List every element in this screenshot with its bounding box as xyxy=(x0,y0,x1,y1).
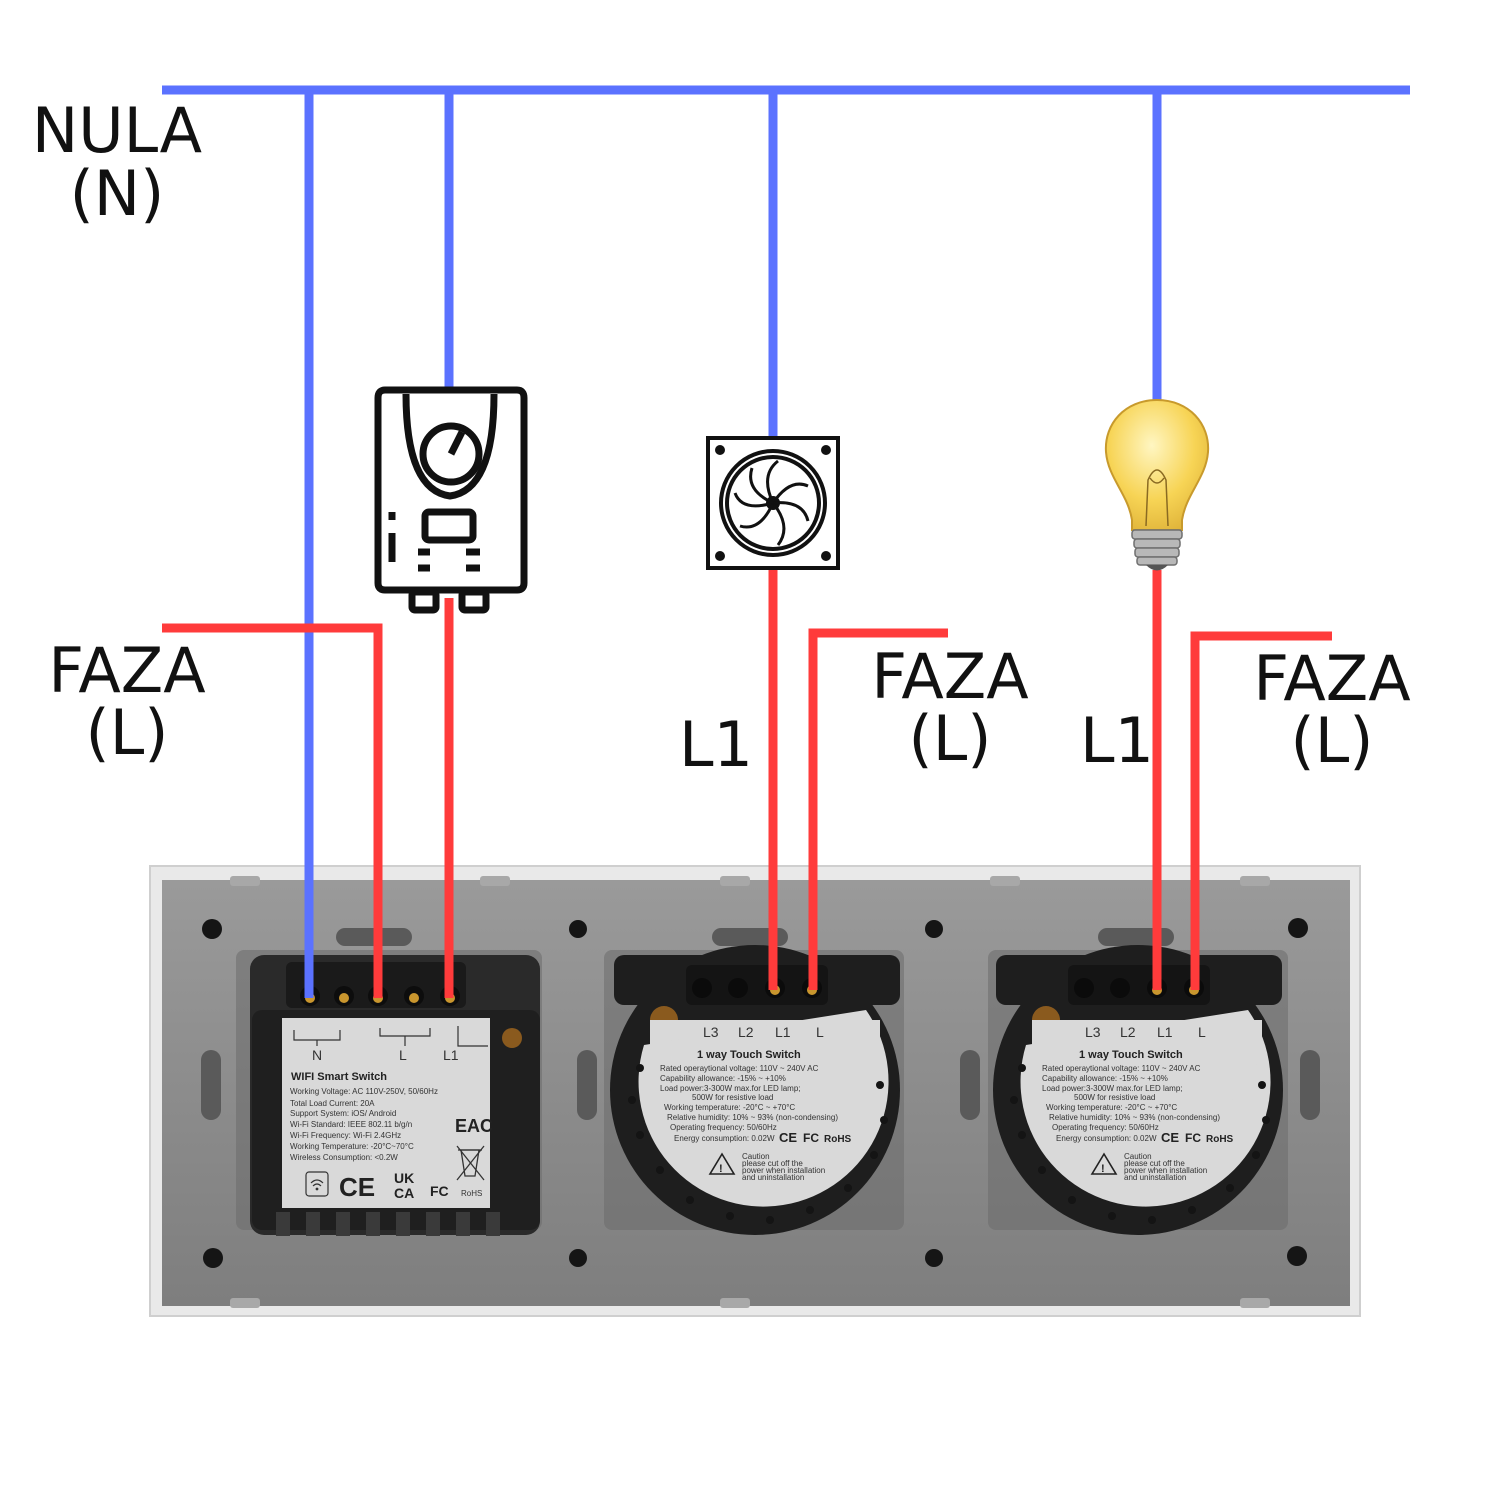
wifi-spec-2: Support System: iOS/ Android xyxy=(290,1109,396,1118)
ts2-caution-line-1: power when installation xyxy=(1124,1166,1207,1175)
touch-switch-2-terminals xyxy=(1068,965,1210,1005)
touch-switch-module-1: L3 L2 L1 L 1 way Touch Switch Rated oper… xyxy=(610,945,900,1235)
eac-mark: EAC xyxy=(455,1116,493,1136)
ts2-terminal-l2: L2 xyxy=(1120,1024,1136,1040)
ts2-spec-0: Rated operaytional voltage: 110V ~ 240V … xyxy=(1042,1064,1201,1073)
ts1-caution-icon: ! xyxy=(708,1152,736,1175)
phase-label-left-line1: FAZA xyxy=(48,634,205,707)
ts1-spec-5: Relative humidity: 10% ~ 93% (non-conden… xyxy=(667,1113,838,1122)
ts1-terminal-l3: L3 xyxy=(703,1024,719,1040)
phase-label-right-line1: FAZA xyxy=(1253,642,1410,715)
phase-label-left-line2: (L) xyxy=(86,696,169,769)
ce-mark: CE xyxy=(339,1172,375,1202)
ts2-spec-4: Working temperature: -20°C ~ +70°C xyxy=(1046,1103,1177,1112)
svg-text:!: ! xyxy=(719,1163,723,1175)
wifi-terminal-l1: L1 xyxy=(443,1047,459,1063)
mounting-holes xyxy=(202,918,1308,1268)
ts1-caution-line-0: please cut off the xyxy=(742,1159,803,1168)
wifi-logo-icon xyxy=(305,1171,329,1197)
phase-label-mid-line1: FAZA xyxy=(871,640,1028,713)
ts1-fc-mark: FC xyxy=(803,1131,819,1145)
ts2-ce-mark: CE xyxy=(1161,1130,1179,1145)
ts1-terminal-l1: L1 xyxy=(775,1024,791,1040)
phase-to-wifi-module xyxy=(162,623,383,998)
weee-bin-icon xyxy=(456,1145,485,1181)
ts1-spec-6: Operating frequency: 50/60Hz xyxy=(670,1123,777,1132)
l1-label-fan: L1 xyxy=(679,708,753,781)
wifi-smart-switch-module: N L L1 WIFI Smart Switch Working Voltage… xyxy=(250,955,540,1236)
ts2-title: 1 way Touch Switch xyxy=(1079,1049,1183,1061)
neutral-label-line1: NULA xyxy=(32,94,202,167)
fc-mark: FC xyxy=(430,1183,449,1199)
ts2-grip-ribs xyxy=(1010,1064,1270,1224)
ts1-grip-ribs xyxy=(628,1064,888,1224)
ts1-spec-2: Load power:3-300W max.for LED lamp; xyxy=(660,1084,801,1093)
touch-switch-module-2: L3 L2 L1 L 1 way Touch Switch Rated oper… xyxy=(993,945,1283,1235)
svg-text:!: ! xyxy=(1101,1163,1105,1175)
water-heater-icon xyxy=(374,386,528,614)
phase-to-switch1 xyxy=(808,628,948,990)
ts1-ce-mark: CE xyxy=(779,1130,797,1145)
phase-label-right-line2: (L) xyxy=(1291,704,1374,777)
ts1-spec-0: Rated operaytional voltage: 110V ~ 240V … xyxy=(660,1064,819,1073)
ts1-caution-line-1: power when installation xyxy=(742,1166,825,1175)
ts2-terminal-l: L xyxy=(1198,1024,1206,1040)
exhaust-fan-icon xyxy=(706,436,840,570)
wifi-spec-5: Working Temperature: -20°C~70°C xyxy=(290,1142,414,1151)
ts2-spec-2: Load power:3-300W max.for LED lamp; xyxy=(1042,1084,1183,1093)
touch-switch-1-terminals xyxy=(686,965,828,1005)
ts2-spec-3: 500W for resistive load xyxy=(1074,1093,1155,1102)
ts1-rohs-mark: RoHS xyxy=(824,1134,852,1145)
ts1-caution-line-2: and uninstallation xyxy=(742,1173,804,1182)
ukca-mark-ca: CA xyxy=(394,1185,414,1201)
wifi-terminal-l: L xyxy=(399,1047,407,1063)
ts1-terminal-l: L xyxy=(816,1024,824,1040)
wifi-terminal-n: N xyxy=(312,1047,322,1063)
ts2-spec-1: Capability allowance: -15% ~ +10% xyxy=(1042,1074,1168,1083)
ts1-spec-3: 500W for resistive load xyxy=(692,1093,773,1102)
l1-label-bulb: L1 xyxy=(1080,704,1154,777)
ts1-spec-4: Working temperature: -20°C ~ +70°C xyxy=(664,1103,795,1112)
phase-to-switch2 xyxy=(1190,631,1332,990)
ts2-caution-line-0: please cut off the xyxy=(1124,1159,1185,1168)
ts2-caution-title: Caution xyxy=(1124,1152,1152,1161)
ukca-mark-uk: UK xyxy=(394,1170,414,1186)
wifi-module-title: WIFI Smart Switch xyxy=(291,1071,387,1083)
ts2-spec-6: Operating frequency: 50/60Hz xyxy=(1052,1123,1159,1132)
ts2-caution-icon: ! xyxy=(1090,1152,1118,1175)
wifi-spec-1: Total Load Current: 20A xyxy=(290,1099,375,1108)
wifi-spec-4: Wi-Fi Frequency: Wi-Fi 2.4GHz xyxy=(290,1131,401,1140)
neutral-wires xyxy=(162,85,1410,998)
ts2-rohs-mark: RoHS xyxy=(1206,1134,1234,1145)
wifi-spec-0: Working Voltage: AC 110V-250V, 50/60Hz xyxy=(290,1087,438,1096)
ts1-spec-7: Energy consumption: 0.02W xyxy=(674,1134,775,1143)
ts1-terminal-l2: L2 xyxy=(738,1024,754,1040)
phase-label-mid-line2: (L) xyxy=(909,702,992,775)
wifi-spec-3: Wi-Fi Standard: IEEE 802.11 b/g/n xyxy=(290,1120,412,1129)
ts2-spec-7: Energy consumption: 0.02W xyxy=(1056,1134,1157,1143)
neutral-label-line2: (N) xyxy=(70,157,165,230)
wifi-spec-6: Wireless Consumption: <0.2W xyxy=(290,1153,398,1162)
ts1-spec-1: Capability allowance: -15% ~ +10% xyxy=(660,1074,786,1083)
wifi-module-label xyxy=(282,1018,490,1208)
ts2-caution-line-2: and uninstallation xyxy=(1124,1173,1186,1182)
ts2-terminal-l3: L3 xyxy=(1085,1024,1101,1040)
ts2-fc-mark: FC xyxy=(1185,1131,1201,1145)
ts1-title: 1 way Touch Switch xyxy=(697,1049,801,1061)
touch-switch-2-label-bg xyxy=(1032,1020,1262,1135)
phase-wires xyxy=(162,568,1332,998)
rohs-mark: RoHS xyxy=(461,1189,482,1198)
light-bulb-icon xyxy=(1104,398,1210,571)
ts1-caution-title: Caution xyxy=(742,1152,770,1161)
ts2-spec-5: Relative humidity: 10% ~ 93% (non-conden… xyxy=(1049,1113,1220,1122)
ts2-terminal-l1: L1 xyxy=(1157,1024,1173,1040)
